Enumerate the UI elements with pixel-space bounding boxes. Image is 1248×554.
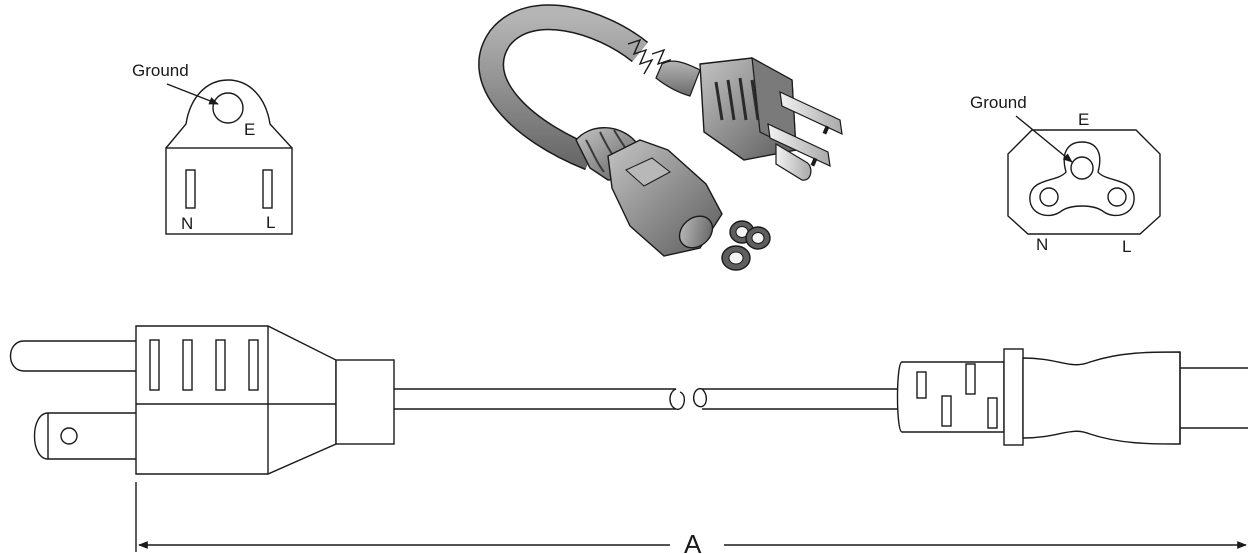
- connector-slot-4: [987, 397, 998, 429]
- ground-label: Ground: [132, 61, 189, 80]
- cord-line-drawing: [9, 325, 1248, 475]
- live-label-right: L: [1122, 237, 1131, 256]
- plug-ground-pin: [775, 142, 812, 181]
- outlet-face-diagram: Ground E N L: [132, 61, 293, 235]
- plug-rib-2: [182, 339, 193, 391]
- cord-break-mark: [627, 38, 654, 75]
- power-cord-illustration: [478, 4, 843, 271]
- cable-break-left: [669, 388, 686, 410]
- cloverleaf-outline: [1029, 141, 1135, 217]
- plug-prong-lower: [33, 412, 136, 460]
- prong-hole-top: [822, 125, 830, 135]
- ground-leader-arrow: [166, 83, 219, 105]
- plug-prong-upper: [9, 340, 136, 372]
- neutral-label-right: N: [1036, 235, 1048, 254]
- neutral-slot: [185, 169, 196, 209]
- connector-top-facet: [625, 157, 671, 187]
- plug-rib-1: [149, 339, 160, 391]
- ground-socket: [1070, 156, 1094, 180]
- connector-outer-outline: [1007, 129, 1161, 235]
- outlet-body: [165, 147, 293, 235]
- cable-left-segment: [394, 388, 676, 410]
- connector-face-diagram: Ground E N L: [970, 93, 1161, 256]
- prong-hole-bottom: [810, 157, 818, 167]
- plug-rib-3: [215, 339, 226, 391]
- connector-slot-1: [916, 371, 927, 399]
- prong-hole: [60, 427, 78, 445]
- ground-leader-arrow-right: [1015, 115, 1073, 163]
- neutral-socket: [1039, 187, 1059, 207]
- connector-tail-lines: [1180, 367, 1248, 429]
- connector-collar: [1003, 348, 1024, 446]
- ground-hole: [212, 92, 244, 124]
- neutral-label: N: [181, 214, 193, 233]
- dimension-label: A: [684, 529, 702, 554]
- dimension-a: A: [135, 482, 1247, 554]
- live-socket: [1107, 187, 1127, 207]
- ground-tab-outline: [165, 79, 293, 149]
- ground-label-right: Ground: [970, 93, 1027, 112]
- live-label: L: [266, 213, 275, 232]
- cable-break-right: [692, 388, 708, 408]
- earth-label: E: [244, 120, 255, 139]
- cable-right-segment: [702, 388, 902, 410]
- earth-label-right: E: [1078, 110, 1089, 129]
- plug-rib-4: [248, 339, 259, 391]
- plug-body-side: [135, 325, 337, 475]
- plug-prong-bottom: [767, 122, 831, 168]
- plug-prong-top: [779, 90, 843, 136]
- connector-grip: [1022, 351, 1181, 445]
- plug-strain-relief: [335, 359, 395, 445]
- plug-grip-ribs: [714, 77, 760, 121]
- connector-slot-2: [965, 363, 976, 395]
- cord-end-stub: [655, 60, 701, 97]
- live-slot: [262, 169, 273, 209]
- connector-sockets: [678, 215, 771, 271]
- connector-slot-3: [941, 395, 952, 427]
- cord-loop: [479, 5, 648, 169]
